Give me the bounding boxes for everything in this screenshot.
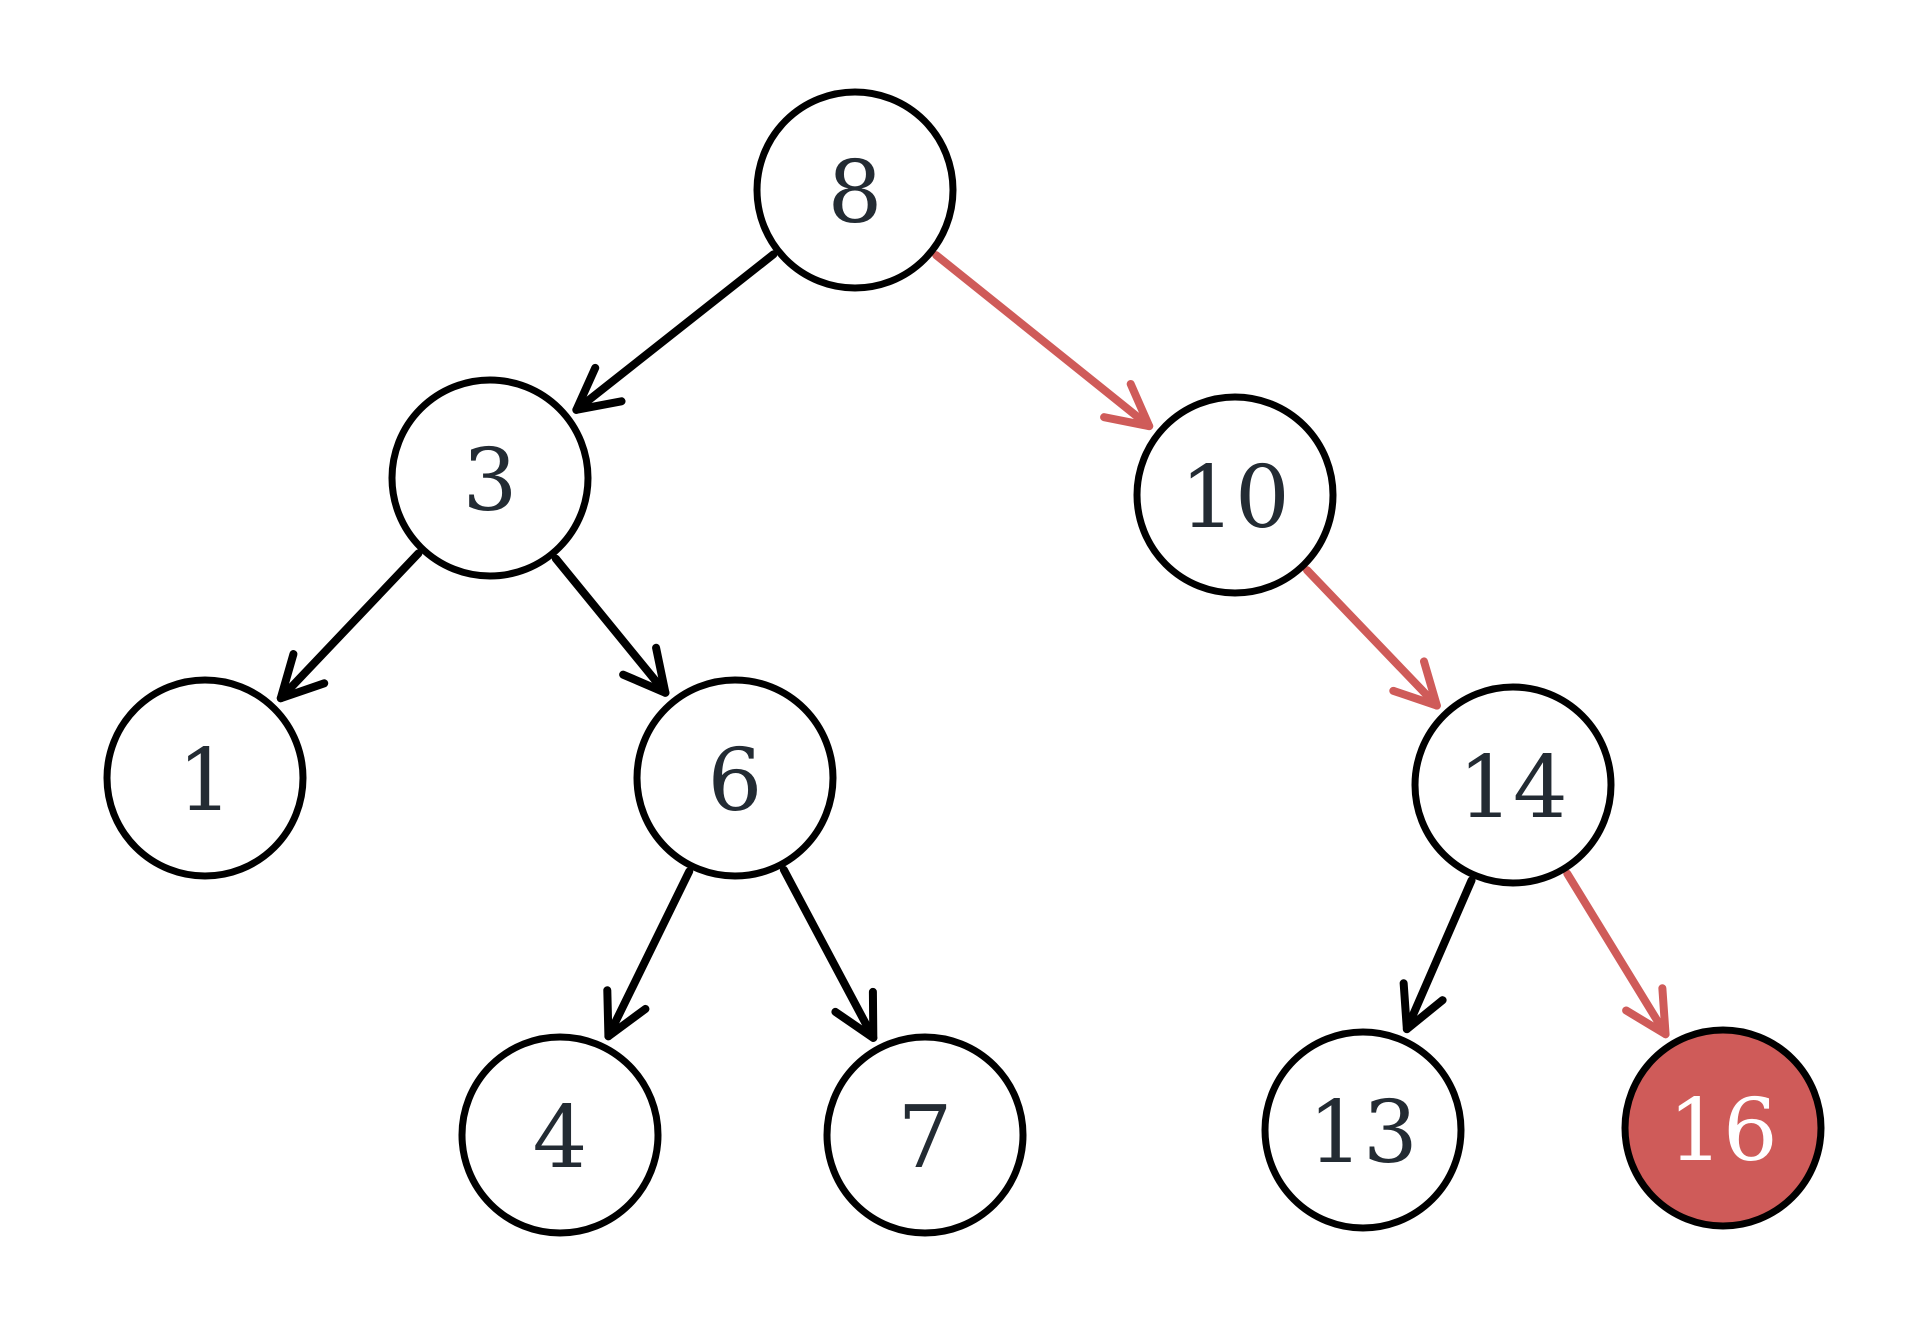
edge-line: [932, 251, 1154, 431]
node-circle[interactable]: [1261, 1028, 1465, 1232]
edge-arrowhead: [572, 363, 626, 414]
node-circle[interactable]: [753, 88, 957, 292]
tree-edge: [1563, 869, 1670, 1039]
edge-line: [572, 250, 778, 414]
node-label: 6: [708, 731, 763, 831]
node-label: 4: [533, 1088, 588, 1188]
tree-edge: [551, 554, 670, 697]
node-circle-highlighted[interactable]: [1621, 1026, 1825, 1230]
node-label: 8: [828, 143, 883, 243]
node-circle[interactable]: [823, 1033, 1027, 1237]
edge-arrowhead: [276, 650, 329, 703]
tree-node-7[interactable]: 7: [823, 1033, 1027, 1237]
edge-layer: [276, 250, 1670, 1042]
edge-arrowhead: [1399, 979, 1447, 1034]
node-circle[interactable]: [458, 1033, 662, 1237]
edge-arrowhead: [1100, 380, 1154, 431]
tree-edge: [603, 867, 694, 1041]
edge-line: [779, 865, 878, 1042]
node-label: 10: [1180, 448, 1289, 548]
node-label: 13: [1308, 1083, 1417, 1183]
tree-node-4[interactable]: 4: [458, 1033, 662, 1237]
node-circle[interactable]: [103, 676, 307, 880]
edge-arrowhead: [619, 643, 670, 697]
tree-edge: [276, 549, 423, 703]
node-circle[interactable]: [388, 376, 592, 580]
edge-line: [1402, 876, 1476, 1034]
node-label: 1: [178, 731, 233, 831]
node-circle[interactable]: [633, 676, 837, 880]
edge-line: [604, 867, 694, 1041]
edge-line: [1563, 869, 1670, 1039]
tree-edge: [1302, 566, 1441, 710]
node-label: 3: [463, 431, 518, 531]
edge-arrowhead: [1389, 657, 1441, 710]
node-label: 14: [1458, 738, 1567, 838]
edge-line: [276, 549, 423, 703]
node-circle[interactable]: [1133, 393, 1337, 597]
tree-edge: [1399, 876, 1476, 1034]
edge-arrowhead: [831, 987, 878, 1042]
tree-node-1[interactable]: 1: [103, 676, 307, 880]
node-label: 16: [1668, 1081, 1777, 1181]
tree-edge: [932, 251, 1154, 431]
edge-line: [551, 554, 670, 697]
tree-edge: [572, 250, 778, 414]
tree-node-10[interactable]: 10: [1133, 393, 1337, 597]
node-label: 7: [898, 1088, 953, 1188]
edge-arrowhead: [603, 986, 650, 1041]
tree-node-14[interactable]: 14: [1411, 683, 1615, 887]
tree-node-13[interactable]: 13: [1261, 1028, 1465, 1232]
node-circle[interactable]: [1411, 683, 1615, 887]
tree-node-6[interactable]: 6: [633, 676, 837, 880]
tree-edge: [779, 865, 878, 1042]
tree-node-3[interactable]: 3: [388, 376, 592, 580]
edge-line: [1302, 566, 1441, 710]
tree-node-16[interactable]: 16: [1621, 1026, 1825, 1230]
tree-node-8[interactable]: 8: [753, 88, 957, 292]
edge-arrowhead: [1622, 984, 1670, 1039]
